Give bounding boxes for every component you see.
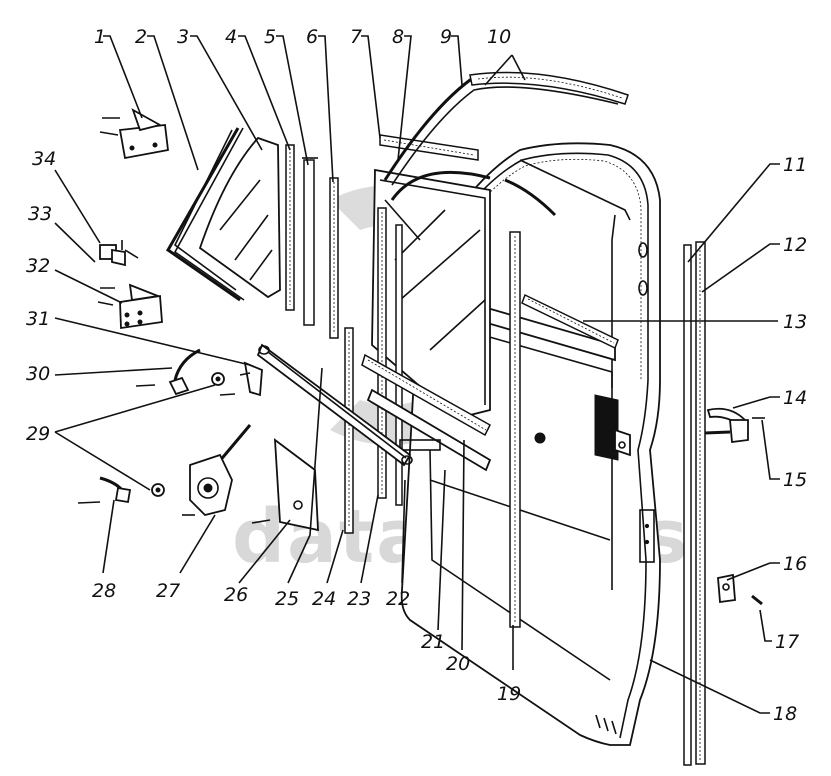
callout-23: 23 (347, 588, 371, 610)
channel-5 (303, 159, 315, 326)
callout-14: 14 (783, 387, 807, 409)
callout-6: 6 (306, 26, 318, 48)
callout-13: 13 (783, 311, 807, 333)
callout-22: 22 (386, 588, 410, 610)
callout-28: 28 (92, 580, 116, 602)
vent-glass (198, 136, 281, 299)
seal-10 (469, 71, 629, 105)
seal-24 (344, 327, 354, 534)
callout-30: 30 (26, 363, 50, 385)
callout-29: 29 (26, 423, 50, 445)
seal-12 (695, 241, 706, 765)
callout-8: 8 (392, 26, 404, 48)
callout-7: 7 (350, 26, 362, 48)
seals (285, 144, 706, 766)
callout-24: 24 (312, 588, 336, 610)
callout-27: 27 (156, 580, 180, 602)
callout-12: 12 (783, 234, 807, 256)
callout-10: 10 (487, 26, 511, 48)
callout-16: 16 (783, 553, 807, 575)
callout-11: 11 (783, 154, 807, 176)
callout-1: 1 (94, 26, 106, 48)
callout-15: 15 (783, 469, 807, 491)
channel-22 (395, 224, 403, 506)
channel-21 (366, 388, 492, 472)
vent-window-frame (166, 127, 245, 302)
callout-26: 26 (224, 584, 248, 606)
callout-20: 20 (446, 653, 470, 675)
callout-17: 17 (775, 631, 799, 653)
callout-31: 31 (26, 308, 50, 330)
callout-5: 5 (264, 26, 276, 48)
leader-lines (54, 35, 780, 714)
callout-9: 9 (440, 26, 452, 48)
callout-34: 34 (32, 148, 56, 170)
callout-3: 3 (177, 26, 189, 48)
top-seals (379, 71, 629, 217)
callout-18: 18 (773, 703, 797, 725)
channel-20 (361, 353, 491, 437)
callout-19: 19 (497, 683, 521, 705)
seal-4 (285, 144, 295, 311)
hardware (77, 108, 765, 606)
callout-2: 2 (135, 26, 147, 48)
callout-4: 4 (225, 26, 237, 48)
callout-25: 25 (275, 588, 299, 610)
lower-channels (256, 293, 619, 472)
callout-33: 33 (28, 203, 52, 225)
callout-labels: 1 2 3 4 5 6 7 8 9 10 11 12 13 14 15 16 1… (26, 26, 807, 725)
callout-32: 32 (26, 255, 50, 277)
seal-11 (683, 244, 692, 766)
callout-21: 21 (421, 631, 445, 653)
